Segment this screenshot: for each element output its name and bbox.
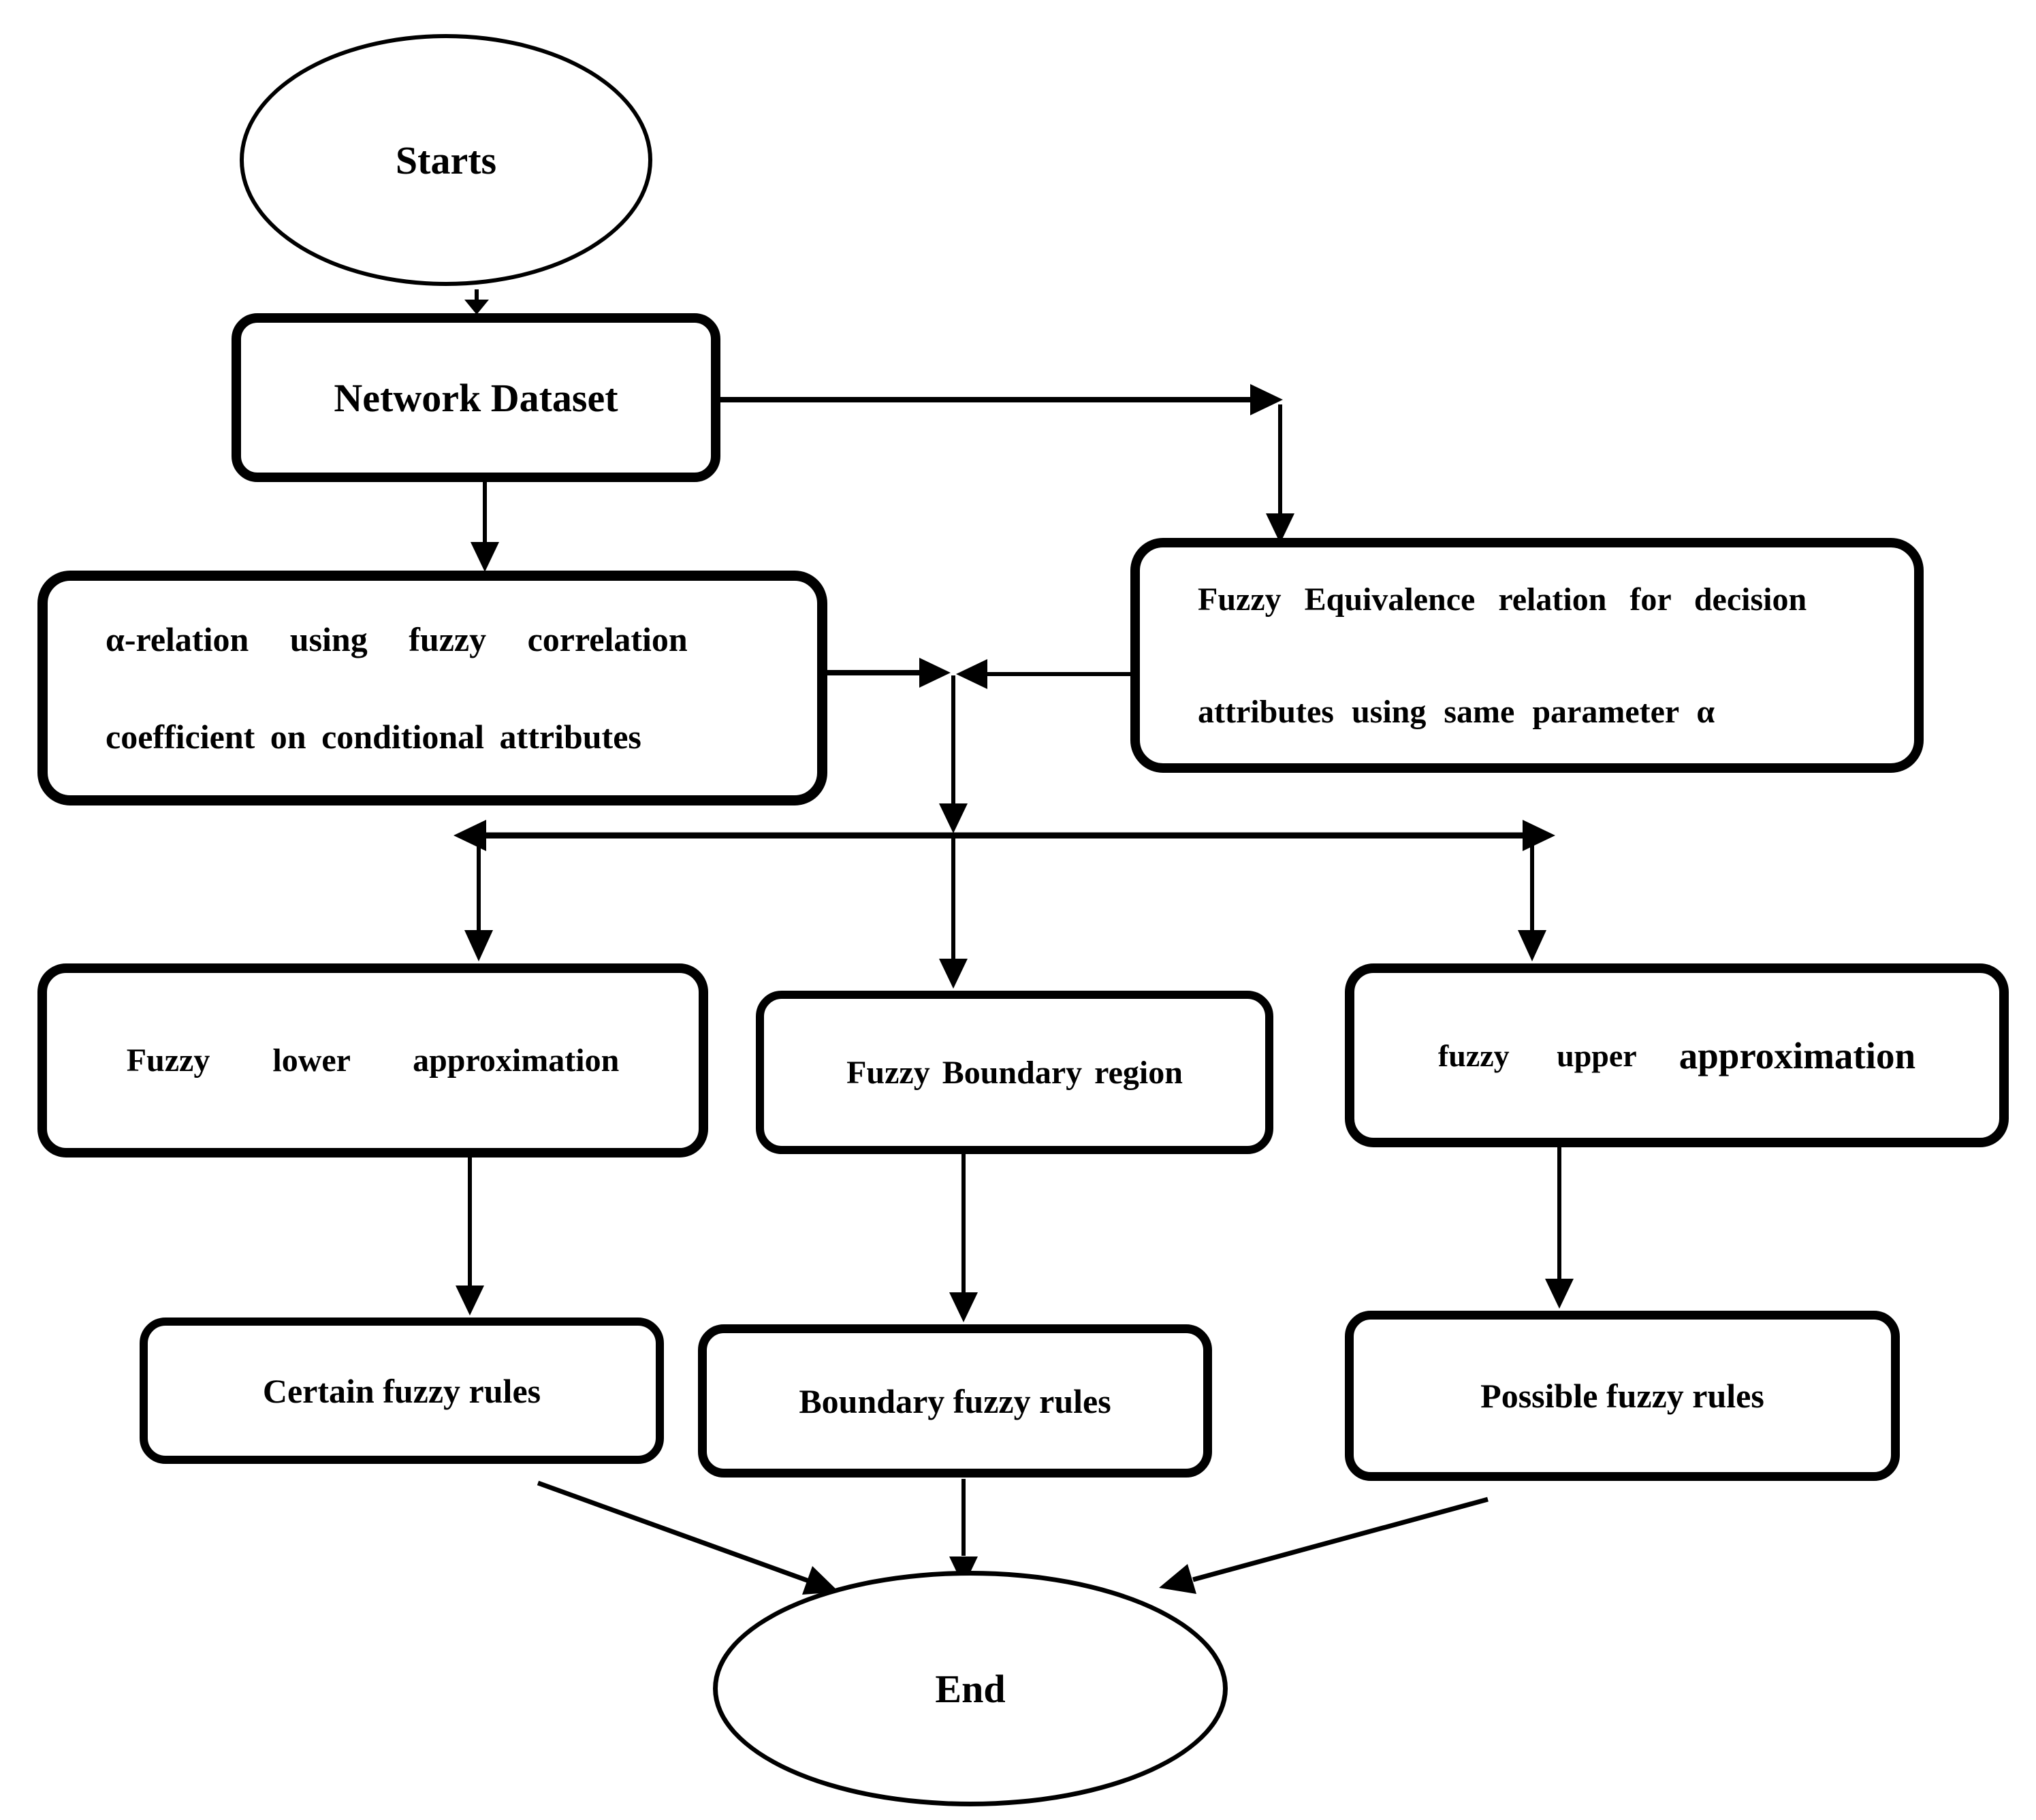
alpha-relation-line2: coefficient on conditional attributes xyxy=(106,718,641,756)
arrow-junction-to-upper xyxy=(1518,838,1546,961)
arrow-lower-to-certain xyxy=(456,1158,484,1315)
fuzzy-lower-approximation-label: Fuzzy lower approximation xyxy=(126,1042,620,1079)
arrow-network-to-equivalence xyxy=(720,384,1294,543)
arrow-alpha-to-meet xyxy=(827,658,951,688)
boundary-fuzzy-rules-box: Boundary fuzzy rules xyxy=(698,1324,1212,1478)
distribution-line xyxy=(454,820,1555,851)
network-dataset-box: Network Dataset xyxy=(232,313,720,482)
fuzzy-upper-approximation-box: fuzzy upper approximation xyxy=(1345,963,2009,1147)
fuzzy-boundary-region-box: Fuzzy Boundary region xyxy=(756,991,1273,1154)
arrow-boundary-region-to-boundary-rules xyxy=(949,1154,978,1322)
possible-fuzzy-rules-label: Possible fuzzy rules xyxy=(1480,1377,1764,1415)
fuzzy-upper-approximation-label-part1: fuzzy upper xyxy=(1437,1038,1637,1073)
alpha-relation-line1: α-relation using fuzzy correlation xyxy=(106,620,688,658)
certain-fuzzy-rules-label: Certain fuzzy rules xyxy=(262,1371,541,1410)
fuzzy-boundary-region-label: Fuzzy Boundary region xyxy=(846,1054,1183,1091)
certain-fuzzy-rules-box: Certain fuzzy rules xyxy=(140,1318,664,1464)
arrow-certain-to-end xyxy=(537,1480,839,1595)
arrow-junction-to-boundary-region xyxy=(939,835,968,989)
boundary-fuzzy-rules-label: Boundary fuzzy rules xyxy=(799,1382,1111,1420)
arrow-network-to-alpha xyxy=(471,480,499,572)
network-dataset-label: Network Dataset xyxy=(334,375,618,420)
start-ellipse: Starts xyxy=(240,34,652,286)
start-label: Starts xyxy=(395,138,497,182)
fuzzy-equivalence-line2: attributes using same parameter α xyxy=(1198,693,1715,730)
alpha-relation-box: α-relation using fuzzy correlation coeff… xyxy=(37,571,827,805)
arrow-upper-to-possible xyxy=(1545,1147,1574,1309)
possible-fuzzy-rules-box: Possible fuzzy rules xyxy=(1345,1311,1900,1481)
fuzzy-upper-approximation-label-part2: approximation xyxy=(1679,1034,1916,1076)
arrow-junction-to-lower xyxy=(464,838,493,961)
end-ellipse: End xyxy=(713,1571,1228,1806)
fuzzy-lower-approximation-box: Fuzzy lower approximation xyxy=(37,963,708,1158)
arrow-equivalence-to-meet xyxy=(956,659,1130,689)
arrow-start-to-network xyxy=(464,289,489,315)
fuzzy-equivalence-line1: Fuzzy Equivalence relation for decision xyxy=(1198,581,1807,618)
end-label: End xyxy=(935,1666,1006,1711)
arrow-possible-to-end xyxy=(1159,1497,1489,1594)
arrow-meet-to-junction xyxy=(939,675,968,833)
fuzzy-equivalence-box: Fuzzy Equivalence relation for decision … xyxy=(1130,538,1924,773)
